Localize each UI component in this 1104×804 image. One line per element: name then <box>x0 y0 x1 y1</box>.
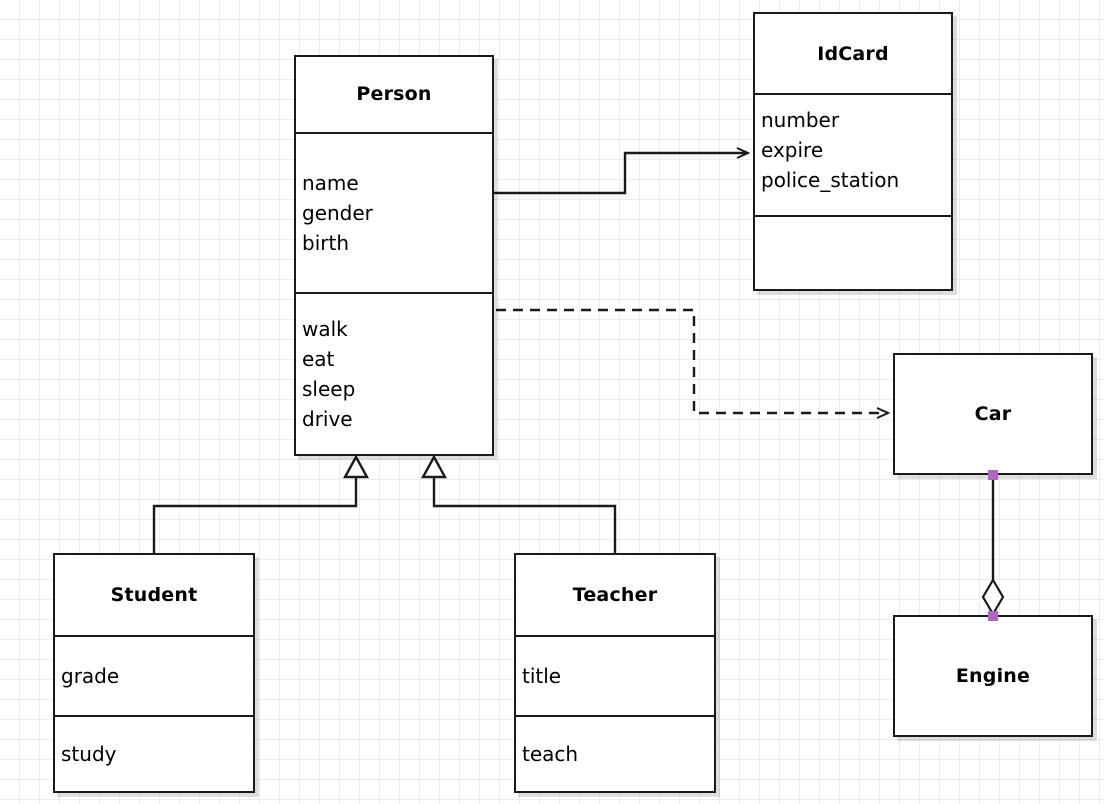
attribute-item: expire <box>761 138 824 162</box>
attribute-item: grade <box>61 664 120 688</box>
class-box-idcard[interactable]: IdCard number expire police_station <box>753 12 953 291</box>
attribute-item: police_station <box>761 168 900 192</box>
class-name-label: Student <box>110 584 198 606</box>
class-operations-idcard <box>755 215 951 289</box>
relationship-association-person-idcard[interactable] <box>494 153 748 195</box>
class-box-engine[interactable]: Engine <box>893 615 1093 737</box>
relationship-generalization-teacher-person[interactable] <box>420 454 617 553</box>
class-box-student[interactable]: Student grade study <box>53 553 255 793</box>
operation-item: teach <box>522 742 579 766</box>
class-name-label: Person <box>356 83 432 106</box>
class-title-idcard: IdCard <box>755 14 951 93</box>
class-attributes-student: grade <box>55 635 253 715</box>
class-name-label: Engine <box>955 665 1031 687</box>
class-title-student: Student <box>55 555 253 635</box>
class-box-person[interactable]: Person name gender birth walk eat sleep … <box>294 55 494 456</box>
attribute-item: title <box>522 664 562 688</box>
class-attributes-idcard: number expire police_station <box>755 93 951 215</box>
relationship-aggregation-car-engine[interactable] <box>981 475 1005 617</box>
relationship-generalization-student-person[interactable] <box>152 454 370 553</box>
class-operations-student: study <box>55 715 253 791</box>
operation-item: walk <box>302 316 348 341</box>
class-title-teacher: Teacher <box>516 555 714 635</box>
class-attributes-teacher: title <box>516 635 714 715</box>
class-operations-person: walk eat sleep drive <box>296 291 492 454</box>
relationship-dependency-person-car[interactable] <box>496 308 888 413</box>
class-box-teacher[interactable]: Teacher title teach <box>514 553 716 793</box>
class-title-car: Car <box>895 355 1091 473</box>
operation-item: sleep <box>302 376 356 401</box>
class-name-label: Teacher <box>572 584 658 606</box>
class-box-car[interactable]: Car <box>893 353 1093 475</box>
attribute-item: birth <box>302 230 349 255</box>
operation-item: eat <box>302 346 335 371</box>
class-name-label: Car <box>974 403 1012 425</box>
attribute-item: gender <box>302 200 373 225</box>
connector-handle-engine-end[interactable] <box>988 611 998 621</box>
attribute-item: name <box>302 170 359 195</box>
class-title-person: Person <box>296 57 492 132</box>
attribute-item: number <box>761 108 840 132</box>
class-title-engine: Engine <box>895 617 1091 735</box>
class-attributes-person: name gender birth <box>296 131 492 292</box>
connector-handle-car-end[interactable] <box>988 470 998 480</box>
class-operations-teacher: teach <box>516 715 714 791</box>
class-name-label: IdCard <box>817 42 889 65</box>
operation-item: study <box>61 742 117 766</box>
operation-item: drive <box>302 406 353 431</box>
